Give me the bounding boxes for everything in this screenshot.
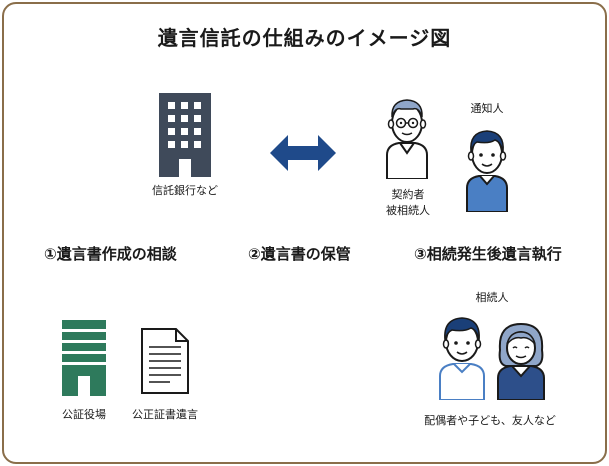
notarized-will-label: 公正証書遺言 <box>132 408 198 421</box>
diagram-title: 遺言信託の仕組みのイメージ図 <box>157 26 452 50</box>
double-arrow-icon <box>270 133 336 173</box>
executor-label: 通知人 <box>470 102 504 115</box>
step-2-label: ②遺言書の保管 <box>248 245 351 263</box>
man-icon <box>463 122 511 212</box>
heir-woman-icon <box>494 320 548 400</box>
heirs-caption: 配偶者や子ども、友人など <box>424 414 556 427</box>
notary-office-icon <box>62 320 106 396</box>
trust-bank-label: 信託銀行など <box>152 184 218 197</box>
notary-office-label: 公証役場 <box>62 408 106 421</box>
document-icon <box>140 327 190 395</box>
step-1-label: ①遺言書作成の相談 <box>44 245 177 263</box>
elderly-man-icon <box>383 93 431 179</box>
step-3-label: ③相続発生後遺言執行 <box>414 245 562 263</box>
contractor-label-line1: 契約者 <box>391 188 425 201</box>
contractor-label-line2: 被相続人 <box>386 204 430 217</box>
heir-man-icon <box>436 310 488 400</box>
heirs-heading: 相続人 <box>475 291 509 304</box>
office-building-icon <box>159 93 211 177</box>
